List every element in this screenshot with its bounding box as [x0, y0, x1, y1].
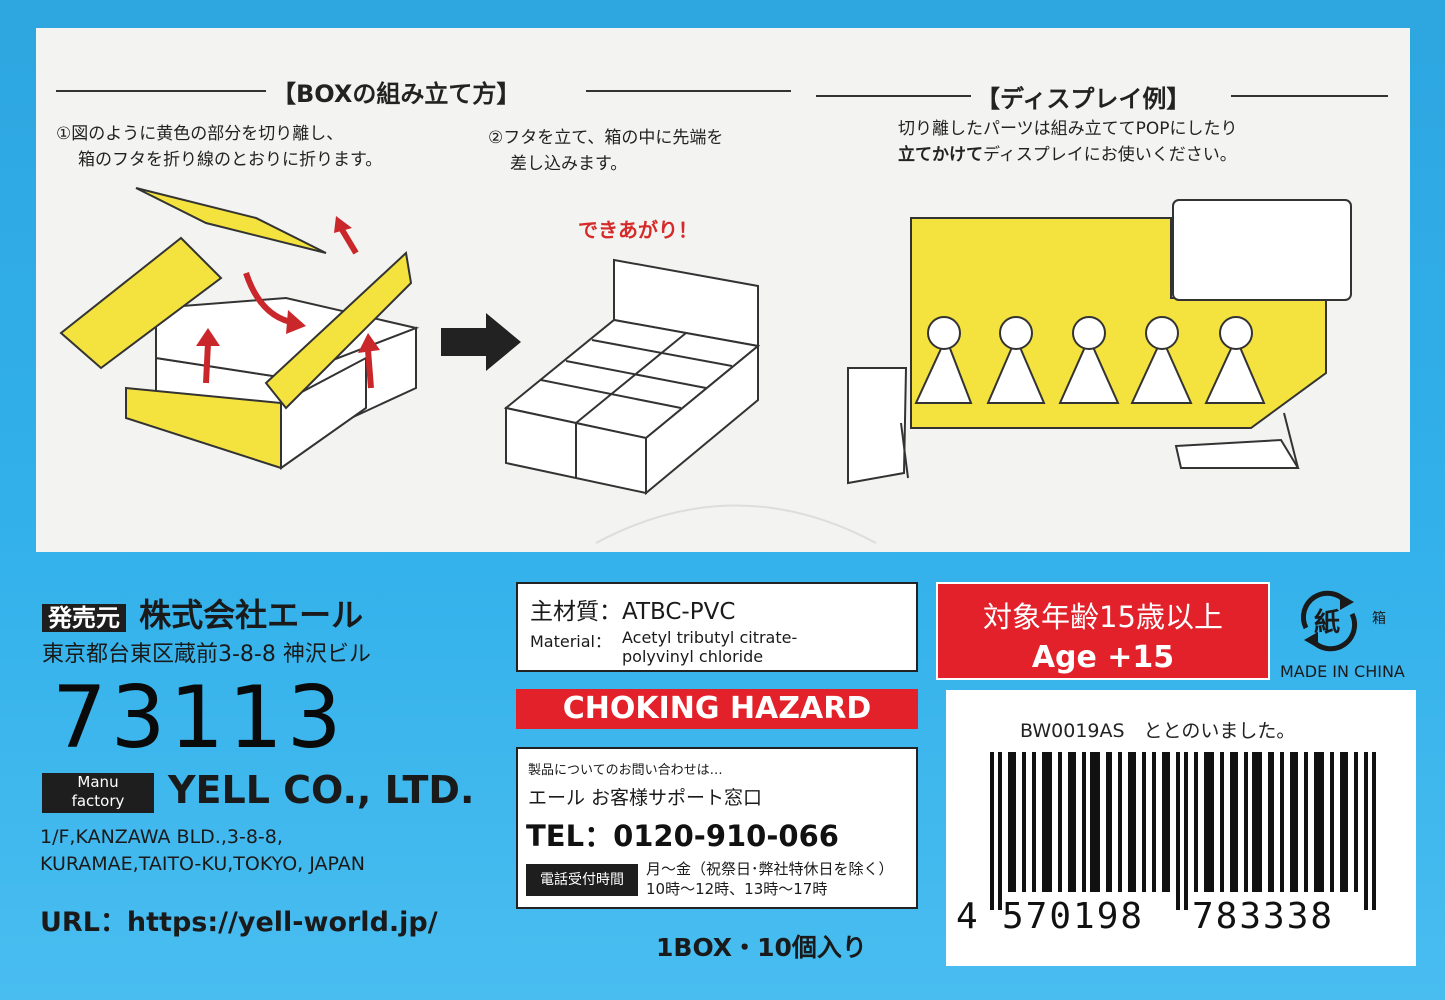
barcode-group1: 570198	[1002, 896, 1145, 937]
contact-dept: エール お客様サポート窓口	[528, 787, 763, 809]
paper-recycle-icon: 紙	[1296, 588, 1362, 654]
display-illustration	[847, 199, 1352, 485]
done-label: できあがり！	[578, 218, 698, 242]
barcode-product: BW0019AS ととのいました。	[1020, 720, 1296, 742]
material-en-line1: Acetyl tributyl citrate-	[622, 628, 798, 647]
display-line1: 切り離したパーツは組み立ててPOPにしたり	[898, 119, 1238, 139]
material-box: 主材質：ATBC-PVC Material： Acetyl tributyl c…	[516, 582, 918, 672]
age-jp: 対象年齢15歳以上	[983, 600, 1223, 634]
hours-line2: 10時～12時、13時～17時	[646, 880, 828, 898]
contact-tel: TEL：0120-910-066	[526, 819, 839, 853]
manufacturer-tag-line1: Manu	[77, 773, 119, 791]
barcode-panel: BW0019AS ととのいました。 4	[946, 690, 1416, 966]
age-badge: 対象年齢15歳以上 Age +15	[936, 582, 1270, 680]
step1-text: ①図のように黄色の部分を切り離し、 箱のフタを折り線のとおりに折ります。	[56, 121, 382, 173]
material-en: Acetyl tributyl citrate- polyvinyl chlor…	[622, 628, 797, 666]
barcode-bars	[990, 752, 1376, 910]
seller-name: 株式会社エール	[139, 596, 364, 634]
step2-text: ②フタを立て、箱の中に先端を 差し込みます。	[488, 125, 723, 177]
manufacturer-address-line2: KURAMAE,TAITO-KU,TOKYO, JAPAN	[40, 853, 365, 875]
handwritten-number: 73113	[52, 668, 346, 768]
manufacturer-tag: Manu factory	[42, 773, 154, 813]
display-line2-rest: ディスプレイにお使いください。	[983, 145, 1237, 165]
material-jp: 主材質：ATBC-PVC	[530, 599, 736, 625]
assembly-title: 【BOXの組み立て方】	[272, 80, 521, 108]
age-en: Age +15	[1031, 640, 1175, 675]
contact-intro: 製品についてのお問い合わせは…	[528, 763, 723, 778]
manufacturer-name: YELL CO., LTD.	[168, 768, 475, 812]
step2-line1: ②フタを立て、箱の中に先端を	[488, 128, 724, 148]
material-en-label: Material：	[530, 632, 612, 651]
barcode-first-digit: 4	[956, 896, 978, 937]
contact-hours: 月～金（祝祭日･弊社特休日を除く） 10時～12時、13時～17時	[646, 859, 894, 899]
made-in: MADE IN CHINA	[1280, 662, 1405, 681]
hours-tag: 電話受付時間	[526, 864, 638, 896]
assembly-illustration	[59, 187, 420, 470]
red-arrowheads	[196, 216, 380, 353]
step1-line1: ①図のように黄色の部分を切り離し、	[56, 124, 344, 144]
seller-address: 東京都台東区蔵前3-8-8 神沢ビル	[42, 642, 371, 667]
hours-line1: 月～金（祝祭日･弊社特休日を除く）	[646, 860, 894, 878]
recycle-mark: 紙	[1314, 608, 1341, 638]
box-count: 1BOX・10個入り	[656, 933, 867, 962]
contact-box: 製品についてのお問い合わせは… エール お客様サポート窓口 TEL：0120-9…	[516, 747, 918, 909]
instruction-panel: 【BOXの組み立て方】 ①図のように黄色の部分を切り離し、 箱のフタを折り線のと…	[36, 28, 1410, 552]
manufacturer-address-line1: 1/F,KANZAWA BLD.,3-8-8,	[40, 826, 283, 848]
website-url: URL：https://yell-world.jp/	[40, 907, 438, 938]
finished-box-illustration	[503, 258, 761, 496]
instruction-illustrations	[56, 90, 1388, 544]
seller-block: 発売元 株式会社エール	[42, 590, 363, 636]
display-title: 【ディスプレイ例】	[976, 85, 1191, 113]
manufacturer-tag-line2: factory	[71, 792, 125, 810]
material-en-line2: polyvinyl chloride	[622, 647, 764, 666]
display-line2-bold: 立てかけて	[898, 145, 983, 165]
display-text: 切り離したパーツは組み立ててPOPにしたり 立てかけてディスプレイにお使いくださ…	[898, 116, 1238, 168]
next-step-arrow	[441, 313, 521, 371]
step2-line2: 差し込みます。	[510, 154, 628, 174]
seller-tag: 発売元	[42, 604, 126, 632]
manufacturer-address: 1/F,KANZAWA BLD.,3-8-8, KURAMAE,TAITO-KU…	[40, 824, 365, 878]
recycle-side: 箱	[1372, 611, 1386, 627]
barcode-group2: 783338	[1192, 896, 1335, 937]
step1-line2: 箱のフタを折り線のとおりに折ります。	[78, 150, 383, 170]
choking-hazard-label: CHOKING HAZARD	[516, 689, 918, 729]
